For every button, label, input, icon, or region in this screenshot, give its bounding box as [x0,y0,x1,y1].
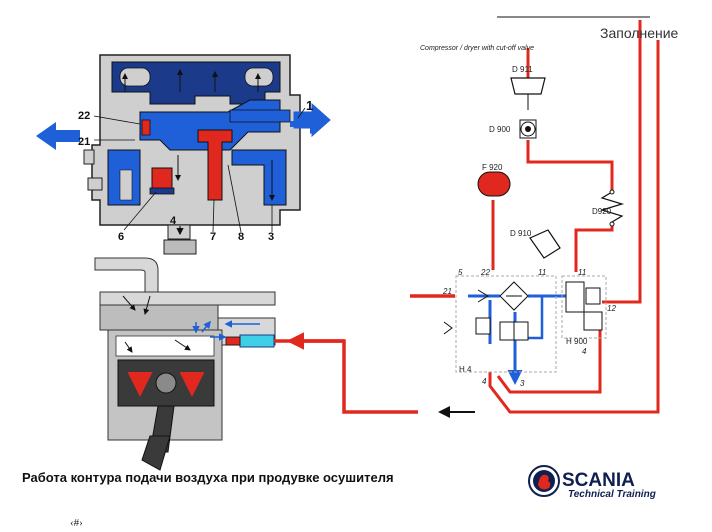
callout-1: 1 [306,98,313,113]
scania-griffin-logo-icon [528,465,560,497]
piping [274,20,660,418]
slide-caption: Работа контура подачи воздуха при продув… [22,470,394,485]
port-3: 3 [520,379,525,388]
label-d911: D 911 [512,65,533,74]
port-11-left: 11 [538,268,546,277]
schematic-subtitle: Compressor / dryer with cut-off valve [420,45,534,52]
port-4-right: 4 [582,347,587,356]
label-d900: D 900 [489,125,511,134]
slide-number-placeholder: ‹#› [70,517,83,529]
callout-4: 4 [170,215,177,227]
callout-21: 21 [78,136,90,148]
callout-8: 8 [238,231,244,243]
label-h4: H 4 [459,365,472,374]
schematic: D 911 D 900 F 920 D920 D 910 H 4 H 900 5… [420,16,679,388]
fill-state-label: Заполнение [600,25,679,41]
callout-7: 7 [210,231,216,243]
port-4-left: 4 [482,377,487,386]
label-h900: H 900 [566,337,588,346]
brand-name: SCANIA [562,470,635,491]
callout-22: 22 [78,110,90,122]
compressor-cutaway [94,257,276,471]
label-f920: F 920 [482,163,503,172]
label-d910: D 910 [510,229,532,238]
port-11-right: 11 [578,268,586,277]
label-d920: D920 [592,207,612,216]
port-22: 22 [480,268,490,277]
callout-3: 3 [268,231,274,243]
brand-tagline: Technical Training [568,489,656,500]
callout-6: 6 [118,231,124,243]
port-5: 5 [458,268,463,277]
valve-cutaway: 22 21 1 6 7 8 3 4 [36,54,331,255]
port-12: 12 [607,304,616,313]
port-21: 21 [442,287,452,296]
